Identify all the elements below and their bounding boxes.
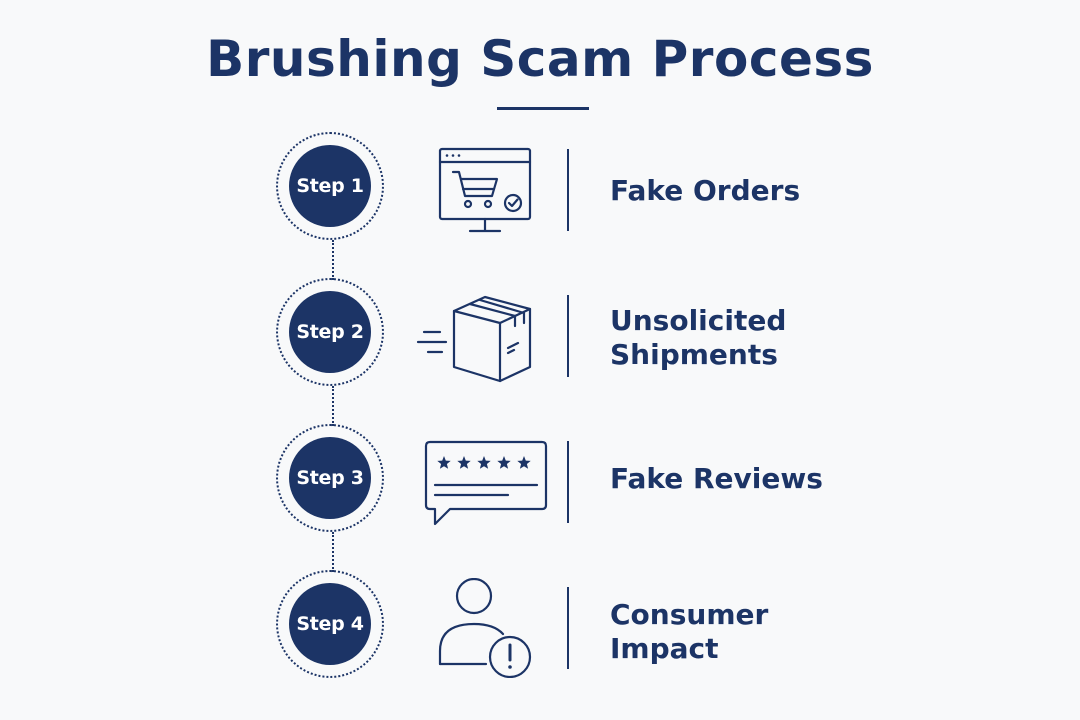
review-stars-icon xyxy=(416,432,552,532)
step-divider xyxy=(567,149,569,231)
title-underline xyxy=(497,107,589,110)
step-1-badge: Step 1 xyxy=(289,145,371,227)
shopping-cart-monitor-icon xyxy=(416,140,552,240)
step-4-label: Consumer Impact xyxy=(610,598,769,665)
user-alert-icon xyxy=(416,578,552,678)
step-4-badge-ring: Step 4 xyxy=(276,570,384,678)
shipping-box-icon xyxy=(416,286,552,386)
step-2-badge: Step 2 xyxy=(289,291,371,373)
step-2-label: Unsolicited Shipments xyxy=(610,304,787,371)
step-connector xyxy=(332,386,334,426)
step-divider xyxy=(567,587,569,669)
step-1-label: Fake Orders xyxy=(610,174,801,207)
step-3-badge: Step 3 xyxy=(289,437,371,519)
step-2-badge-ring: Step 2 xyxy=(276,278,384,386)
step-4-badge: Step 4 xyxy=(289,583,371,665)
page-title: Brushing Scam Process xyxy=(206,30,874,88)
step-connector xyxy=(332,240,334,280)
step-divider xyxy=(567,441,569,523)
step-divider xyxy=(567,295,569,377)
step-3-label: Fake Reviews xyxy=(610,462,823,495)
step-1-badge-ring: Step 1 xyxy=(276,132,384,240)
step-3-badge-ring: Step 3 xyxy=(276,424,384,532)
step-connector xyxy=(332,532,334,572)
